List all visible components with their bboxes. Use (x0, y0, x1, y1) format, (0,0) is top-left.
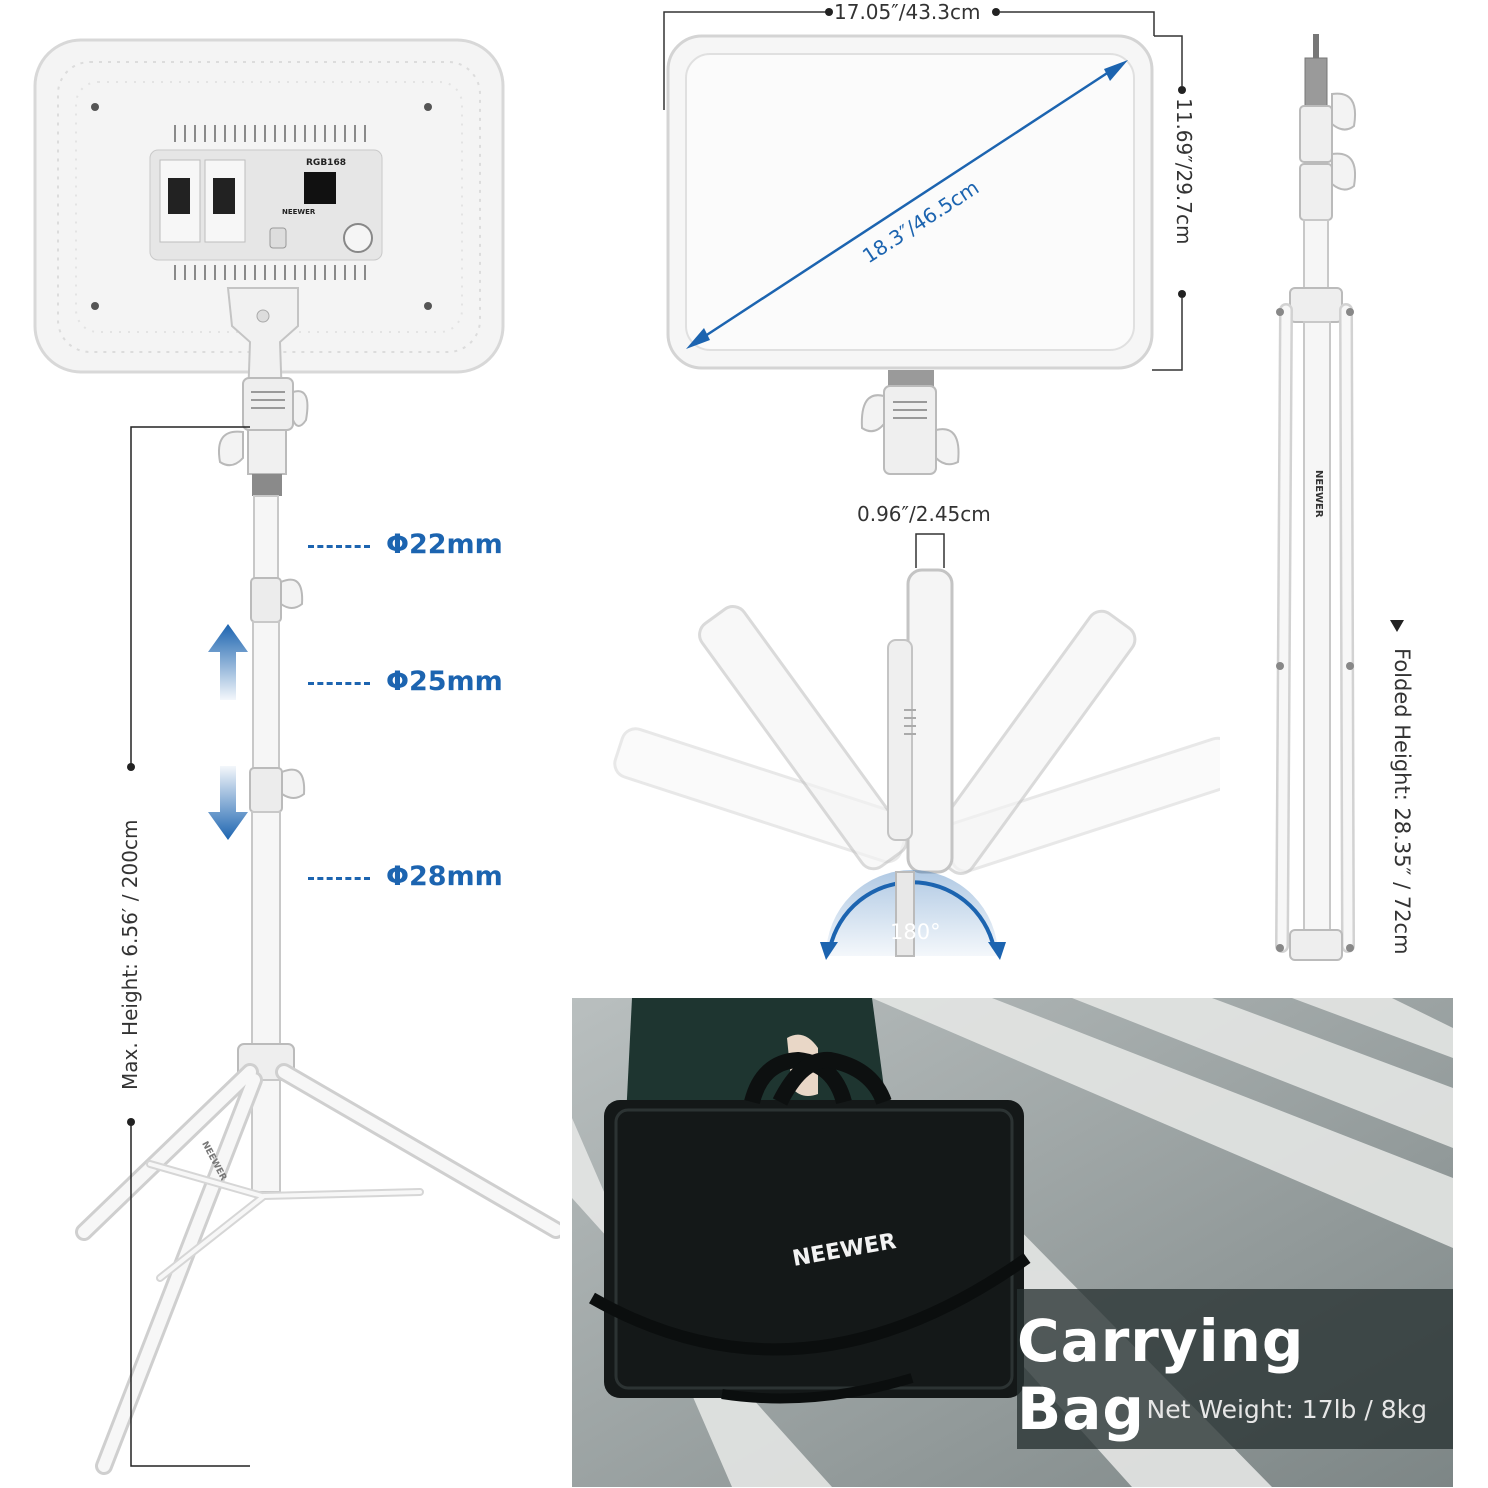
model-label: RGB168 (306, 158, 346, 168)
tube-3-dash (308, 877, 370, 880)
folded-stand-illustration (1275, 34, 1404, 961)
bag-caption-panel: Carrying Bag Net Weight: 17lb / 8kg (1017, 1289, 1453, 1449)
bag-weight: Net Weight: 17lb / 8kg (1146, 1395, 1428, 1424)
carrying-bag-photo: NEEWER Carrying Bag Net Weight: 17lb / 8… (572, 998, 1453, 1487)
max-height-label: Max. Height: 6.56′ / 200cm (118, 819, 142, 1090)
tube-1-diameter: Φ22mm (386, 529, 503, 560)
height-label: 11.69″/29.7cm (1172, 98, 1196, 245)
panel-back-illustration (33, 38, 560, 1475)
rotation-label: 180° (890, 920, 941, 944)
folded-stand-brand: NEEWER (1313, 470, 1324, 518)
tube-1-dash (308, 545, 370, 548)
tube-3-diameter: Φ28mm (386, 861, 503, 892)
folded-height-label: Folded Height: 28.35″ / 72cm (1390, 648, 1414, 955)
tube-2-diameter: Φ25mm (386, 666, 503, 697)
street-scene (572, 998, 1453, 1487)
tube-2-dash (308, 682, 370, 685)
bag-title: Carrying Bag (1017, 1307, 1305, 1443)
panel-front-illustration (613, 8, 1220, 960)
thickness-label: 0.96″/2.45cm (857, 502, 991, 526)
width-label: 17.05″/43.3cm (834, 0, 981, 24)
panel-brand-label: NEEWER (282, 208, 316, 216)
